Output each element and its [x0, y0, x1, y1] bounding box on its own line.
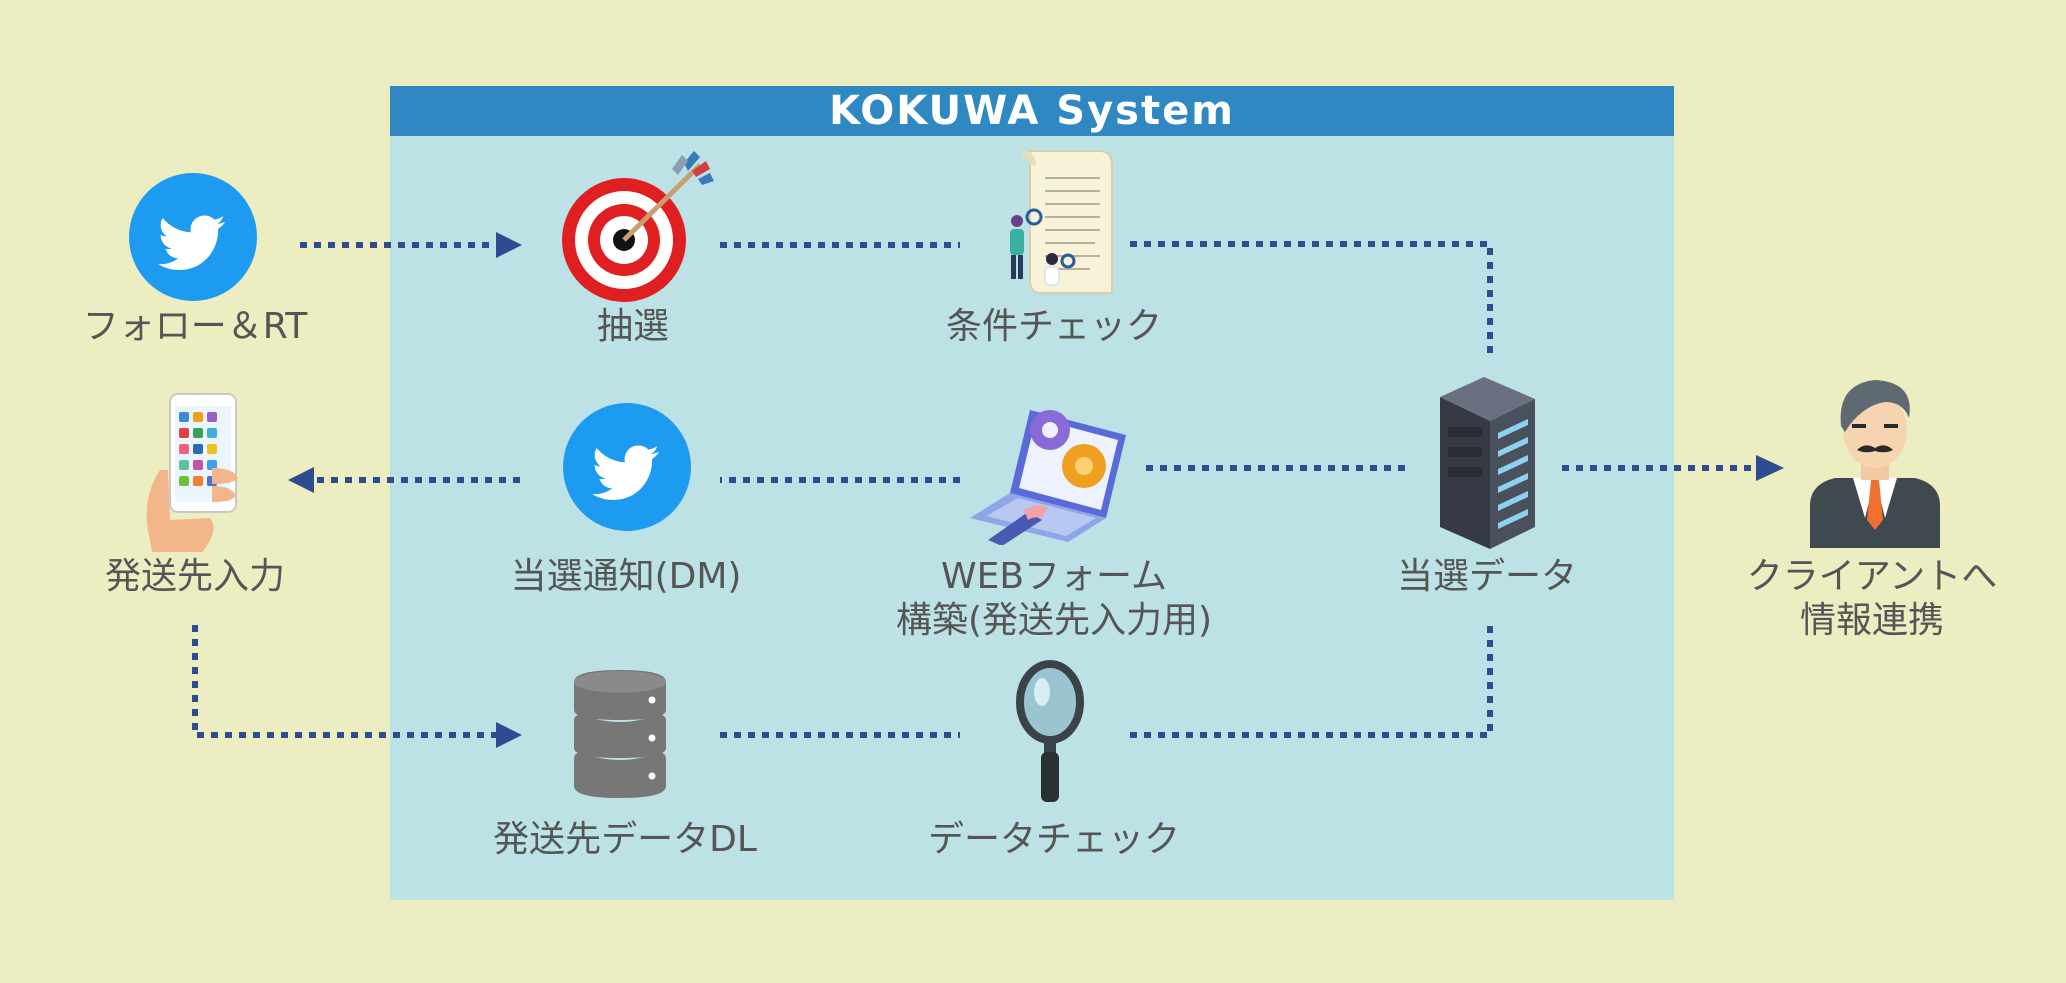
- node-label-win-data: 当選データ: [1396, 556, 1578, 597]
- node-label-data-check: データチェック: [927, 819, 1181, 860]
- connector-phone-to-dl: [192, 625, 496, 738]
- node-label-follow-rt: フォロー＆RT: [82, 306, 308, 347]
- server-rack-icon: [1440, 377, 1535, 549]
- node-label-condition-check: 条件チェック: [945, 306, 1163, 347]
- node-label-shipping-input: 発送先入力: [104, 556, 286, 597]
- node-label-client-line1: クライアントへ: [1746, 556, 1998, 597]
- arrowhead-right: [496, 232, 522, 258]
- node-label-lottery: 抽選: [596, 306, 670, 347]
- system-title: KOKUWA System: [390, 86, 1674, 136]
- arrowhead-left: [288, 467, 314, 493]
- twitter-bird-icon: [129, 173, 257, 301]
- smartphone-hand-icon: [146, 393, 238, 552]
- businessman-icon: [1810, 380, 1940, 548]
- node-label-client-line2: 情報連携: [1799, 600, 1945, 641]
- arrowhead-right: [496, 722, 522, 748]
- node-label-web-form-line2: 構築(発送先入力用): [895, 600, 1213, 641]
- node-label-win-notice: 当選通知(DM): [510, 556, 742, 597]
- arrowhead-right: [1756, 455, 1784, 481]
- connector-check-to-windata: [1130, 241, 1493, 358]
- database-icon: [574, 670, 666, 798]
- magnifier-icon: [1016, 660, 1084, 802]
- laptop-gears-icon: [970, 410, 1126, 545]
- node-label-web-form-line1: WEBフォーム: [941, 556, 1167, 597]
- target-arrow-icon: [562, 151, 714, 302]
- document-search-icon: [1010, 150, 1113, 294]
- node-label-shipping-dl: 発送先データDL: [493, 819, 757, 860]
- twitter-bird-icon: [563, 403, 691, 531]
